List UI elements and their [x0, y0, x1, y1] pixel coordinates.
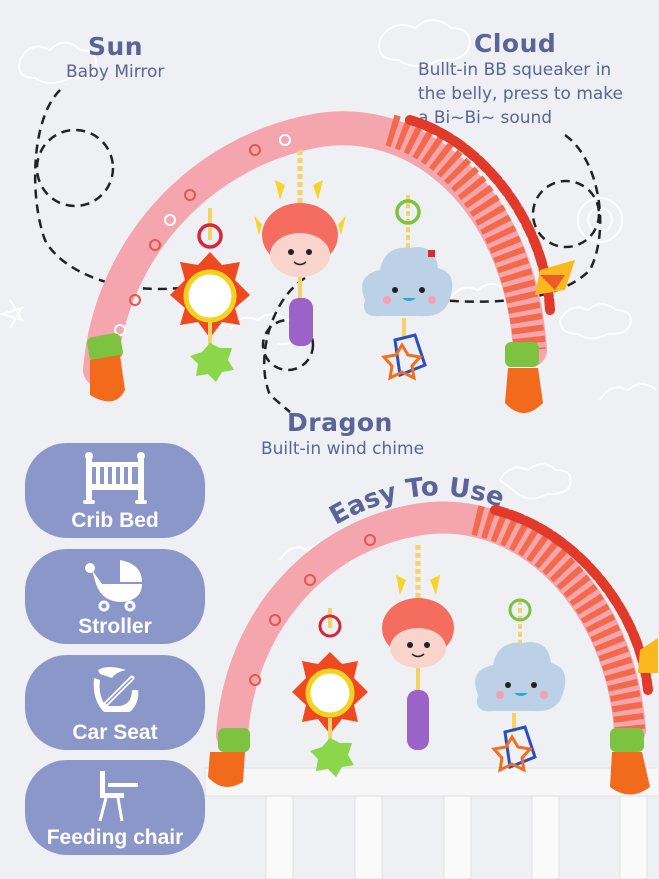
badge-crib-bed: Crib Bed	[25, 443, 205, 538]
badge-label: Car Seat	[72, 721, 158, 744]
cloud-description-line: a Bi~Bi~ sound	[418, 108, 553, 128]
crib-icon	[83, 452, 147, 504]
cloud-description: Bullt-in BB squeaker in the belly, press…	[418, 58, 623, 130]
sun-title: Sun	[88, 32, 144, 61]
badge-label: Feeding chair	[46, 826, 184, 849]
badge-label: Crib Bed	[71, 509, 159, 532]
dragon-description: Built-in wind chime	[261, 439, 425, 459]
badge-feeding-chair: Feeding chair	[25, 760, 205, 855]
cloud-description-line: the belly, press to make	[418, 84, 623, 104]
dragon-title: Dragon	[287, 408, 393, 437]
badge-label: Stroller	[78, 615, 152, 638]
sun-description: Baby Mirror	[66, 62, 165, 82]
car-seat-icon	[93, 667, 139, 712]
cloud-title: Cloud	[474, 29, 557, 58]
badge-stroller: Stroller	[25, 549, 205, 644]
feeding-chair-icon	[98, 771, 138, 822]
stroller-icon	[85, 560, 142, 612]
badge-car-seat: Car Seat	[25, 655, 205, 750]
cloud-description-line: Bullt-in BB squeaker in	[418, 60, 612, 80]
